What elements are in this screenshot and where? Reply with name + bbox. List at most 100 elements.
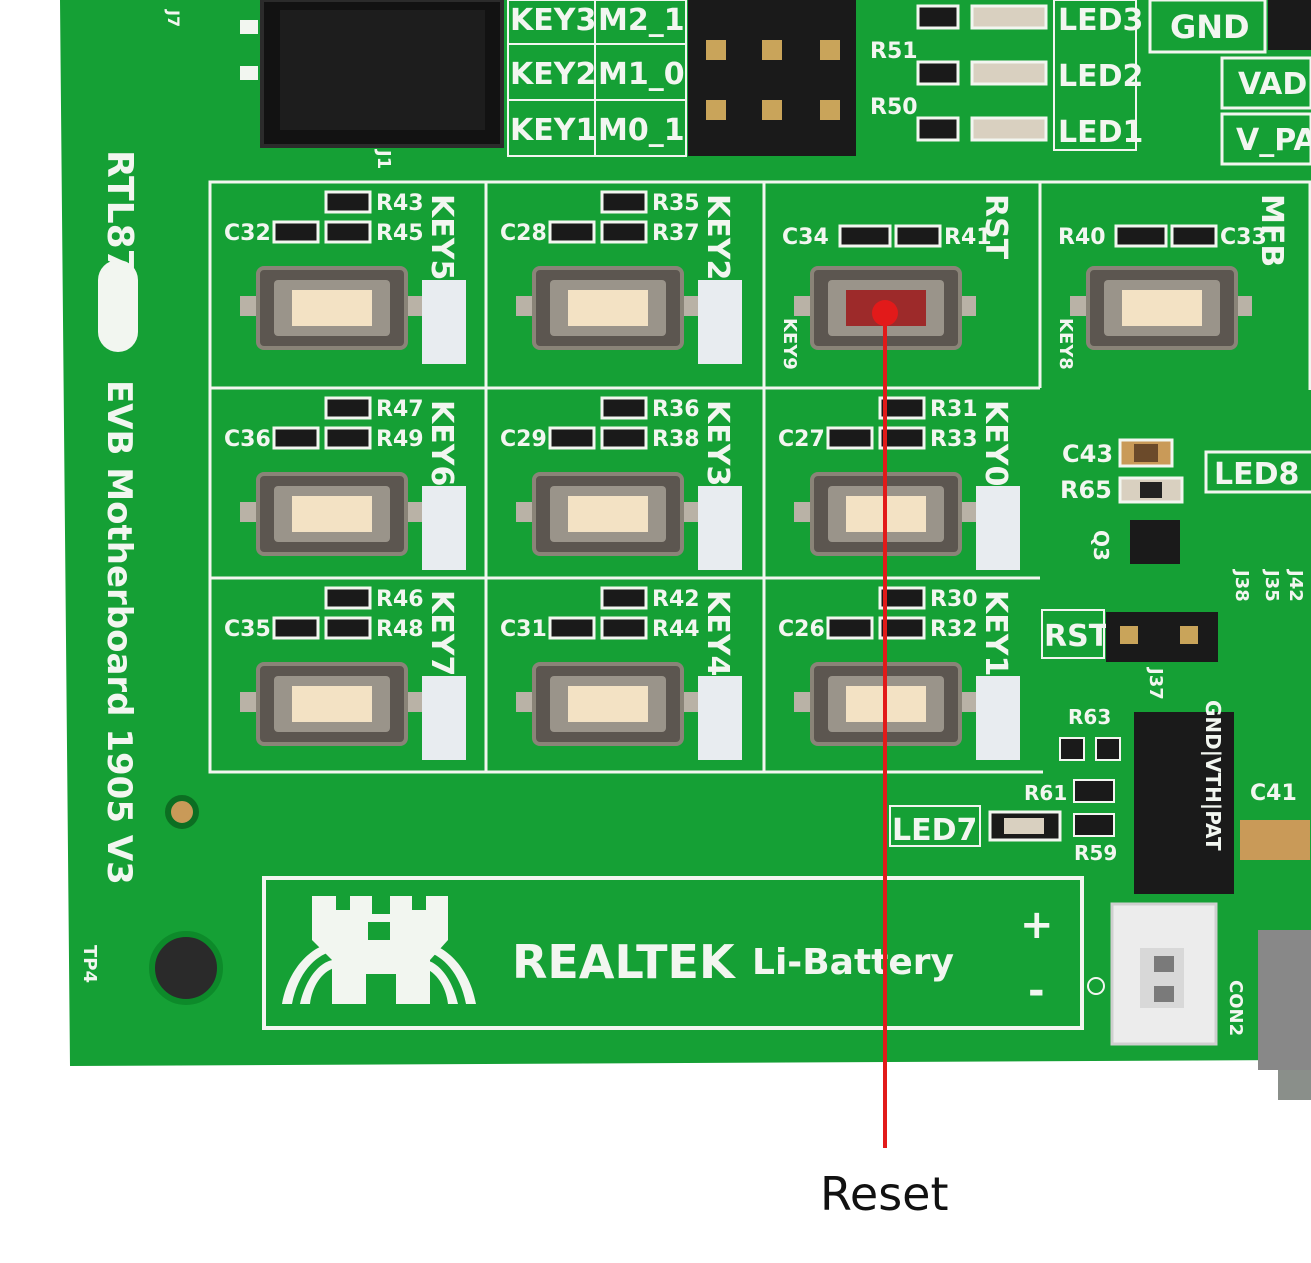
component-label: R35 [652,191,700,216]
svg-text:M2_1: M2_1 [598,3,685,38]
key-grid-outline [208,180,1311,774]
key-label: MFB [1254,194,1289,267]
component-label: C34 [782,225,829,250]
key-cell: MFB KEY8 R40 C33 [1055,194,1289,370]
key-label: KEY6 [424,400,459,486]
component-label: R49 [376,427,424,452]
svg-text:GND: GND [1170,8,1250,46]
svg-text:KEY3: KEY3 [510,3,596,38]
component-label: C27 [778,427,825,452]
button-cap[interactable] [292,290,372,326]
mode-header-labels: KEY3 M2_1 KEY2 M1_0 KEY1 M0_1 [507,0,687,157]
via-hole [165,795,199,829]
smd-part [324,396,372,420]
svg-text:Q3: Q3 [1089,530,1113,561]
svg-text:RST: RST [1044,619,1110,654]
component-label: C31 [500,617,547,642]
smd-part [600,190,648,214]
smd-part [878,426,926,450]
component-label: R47 [376,397,424,422]
smd-part [548,220,596,244]
svg-text:KEY1: KEY1 [510,113,596,148]
component-label: C26 [778,617,825,642]
smd-part [324,190,372,214]
smd-part [324,220,372,244]
button-cap[interactable] [568,686,648,722]
board-subtitle: EVB Motherboard 1905 V3 [99,380,139,885]
svg-text:M0_1: M0_1 [598,113,685,148]
component-label: R41 [944,225,992,250]
top-led-group: R51 R50 LED3 LED2 LED1 [870,0,1143,151]
component-label: C28 [500,221,547,246]
key-label: RST [978,194,1013,260]
button-cap[interactable] [292,686,372,722]
svg-text:C41: C41 [1250,781,1297,806]
component-label: C29 [500,427,547,452]
component-label: R48 [376,617,424,642]
svg-text:CON2: CON2 [1225,980,1246,1036]
smd-part [548,426,596,450]
svg-text:M1_0: M1_0 [598,57,685,92]
component-label: R40 [1058,225,1106,250]
battery-area: REALTEK Li-Battery + - [262,876,1084,1030]
mount-hole [149,931,223,1005]
svg-text:VADI: VADI [1238,67,1311,102]
component-label: R38 [652,427,700,452]
smd-part [878,396,926,420]
key-sublabel: KEY8 [1055,318,1076,370]
svg-text:J38: J38 [1231,568,1252,602]
label-sticker [698,486,742,570]
component-label: R33 [930,427,978,452]
component-label: R37 [652,221,700,246]
smd-part [826,616,874,640]
j1-label: J1 [373,148,394,169]
label-sticker [698,676,742,760]
button-cap[interactable] [568,290,648,326]
key-label: KEY7 [424,590,459,676]
board-slot [98,260,138,352]
component-label: C33 [1220,225,1267,250]
label-sticker [422,280,466,364]
button-cap[interactable] [568,496,648,532]
component-label: C35 [224,617,271,642]
key-label: KEY4 [700,590,735,676]
svg-text:REALTEK: REALTEK [512,935,737,989]
label-sticker [422,676,466,760]
smd-part [600,220,648,244]
svg-text:V_PA: V_PA [1236,123,1311,158]
key-sublabel: KEY9 [779,318,800,370]
label-sticker [976,486,1020,570]
key-label: KEY1 [978,590,1013,676]
label-sticker [976,676,1020,760]
svg-text:KEY2: KEY2 [510,57,596,92]
smd-part [548,616,596,640]
component-label: R36 [652,397,700,422]
svg-text:LED2: LED2 [1058,59,1143,94]
button-cap[interactable] [1122,290,1202,326]
label-sticker [698,280,742,364]
svg-text:R63: R63 [1068,705,1111,729]
button-cap[interactable] [292,496,372,532]
svg-text:LED1: LED1 [1058,115,1143,150]
svg-text:J42: J42 [1285,568,1306,602]
realtek-logo [282,896,476,1004]
smd-part [324,586,372,610]
svg-text:LED8: LED8 [1214,457,1299,492]
component-label: C32 [224,221,271,246]
label-sticker [422,486,466,570]
svg-text:+: + [1020,902,1054,948]
smd-part [600,396,648,420]
smd-part [272,616,320,640]
smd-part [324,426,372,450]
key-label: KEY5 [424,194,459,280]
svg-text:LED3: LED3 [1058,3,1143,38]
smd-part [1170,224,1218,248]
svg-text:Li-Battery: Li-Battery [752,942,954,983]
